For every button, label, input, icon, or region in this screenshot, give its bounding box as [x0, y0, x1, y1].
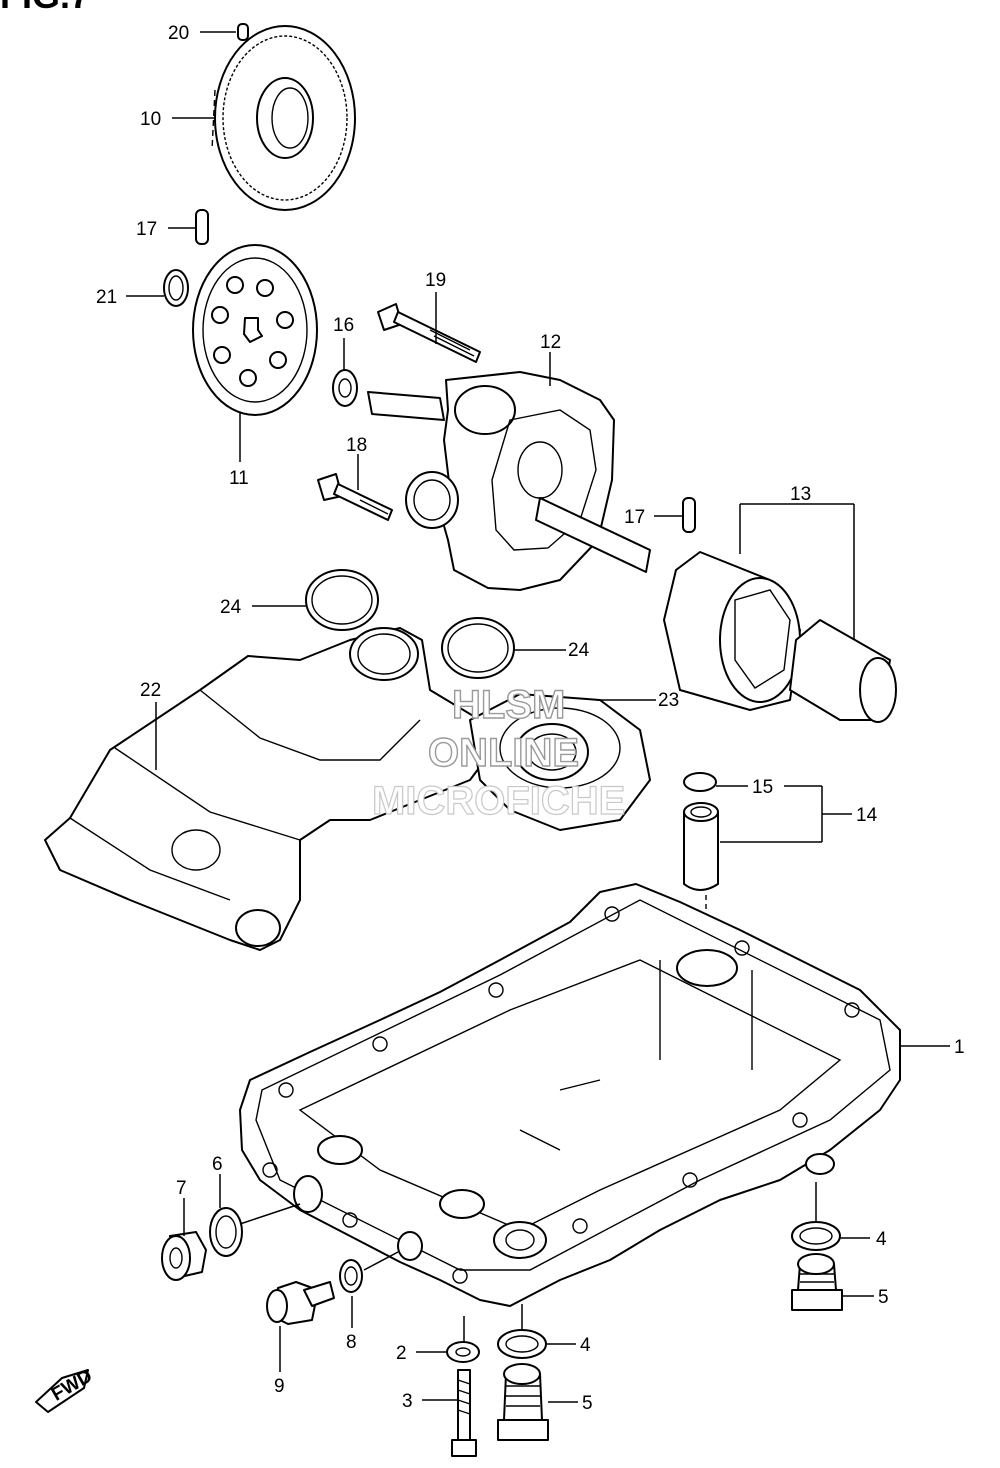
- callout-10: 10: [140, 109, 161, 130]
- callout-11: 11: [229, 468, 249, 489]
- part-16-washer: [332, 369, 358, 407]
- part-18-bolt: [317, 473, 393, 521]
- part-6-gasket: [209, 1207, 243, 1257]
- part-2-washer: [446, 1341, 480, 1363]
- callout-17-lower: 17: [624, 507, 645, 528]
- callout-24-right: 24: [568, 640, 590, 661]
- watermark-line-2: ONLINE: [428, 731, 579, 775]
- part-5-drain-plug-right: [791, 1253, 843, 1311]
- part-10-gear: [211, 25, 356, 211]
- part-11-pump-gear: [192, 244, 318, 416]
- part-20-pin: [237, 23, 249, 41]
- callout-18: 18: [346, 435, 367, 456]
- callout-1: 1: [954, 1037, 965, 1058]
- part-22-strainer-housing: [44, 627, 501, 951]
- part-17-pin-lower: [682, 497, 696, 533]
- part-21-circlip: [163, 269, 189, 307]
- part-24-o-ring-left: [305, 569, 379, 631]
- svg-text:FWD: FWD: [48, 1366, 96, 1406]
- callout-8: 8: [346, 1332, 357, 1353]
- part-1-oil-pan: [239, 883, 901, 1307]
- watermark: HLSM ONLINE MICROFICHE: [371, 682, 626, 823]
- callout-6: 6: [212, 1154, 223, 1175]
- callout-20: 20: [168, 23, 189, 44]
- callout-4-lower: 4: [580, 1335, 591, 1356]
- watermark-line-3: MICROFICHE: [372, 779, 625, 823]
- callout-12: 12: [540, 332, 561, 353]
- fwd-arrow-icon: FWD: [35, 1366, 96, 1413]
- callout-5-right: 5: [878, 1287, 889, 1308]
- callout-17-upper: 17: [136, 219, 157, 240]
- callout-23: 23: [658, 690, 679, 711]
- callout-4-right: 4: [876, 1229, 887, 1250]
- part-4-gasket-right: [791, 1221, 841, 1251]
- callout-22: 22: [140, 680, 161, 701]
- part-13-rotor-set: [663, 551, 897, 723]
- part-14-pipe: [683, 802, 719, 980]
- callout-19: 19: [425, 270, 446, 291]
- part-3-bolt: [451, 1369, 477, 1457]
- callout-5-lower: 5: [582, 1393, 593, 1414]
- callout-21: 21: [96, 287, 117, 308]
- callout-9: 9: [274, 1376, 285, 1397]
- part-5-drain-plug-lower: [497, 1363, 549, 1441]
- watermark-line-1: HLSM: [452, 683, 565, 727]
- part-19-bolt: [377, 303, 481, 363]
- callout-7: 7: [176, 1178, 187, 1199]
- callout-15: 15: [752, 777, 773, 798]
- part-7-plug: [161, 1231, 207, 1281]
- callout-2: 2: [396, 1343, 407, 1364]
- part-12-oil-pump: [367, 371, 651, 591]
- figure-title: FIG.7: [0, 0, 90, 16]
- callout-14: 14: [856, 805, 878, 826]
- part-4-gasket-lower: [497, 1329, 547, 1359]
- callout-24-left: 24: [220, 597, 242, 618]
- part-9-plug-bolt: [266, 1281, 335, 1325]
- part-23-fitting: [469, 693, 651, 831]
- callout-3: 3: [402, 1391, 413, 1412]
- callout-labels: 20 10 17 21 16 19 12 11 18 17 13 24 24 2…: [96, 23, 965, 1414]
- part-24-o-ring-right: [441, 617, 515, 679]
- callout-16: 16: [333, 315, 354, 336]
- part-8-washer: [339, 1259, 363, 1293]
- callout-13: 13: [790, 484, 811, 505]
- part-15-o-ring: [683, 772, 717, 792]
- part-17-pin-upper: [195, 209, 209, 245]
- leader-lines: [126, 31, 950, 1403]
